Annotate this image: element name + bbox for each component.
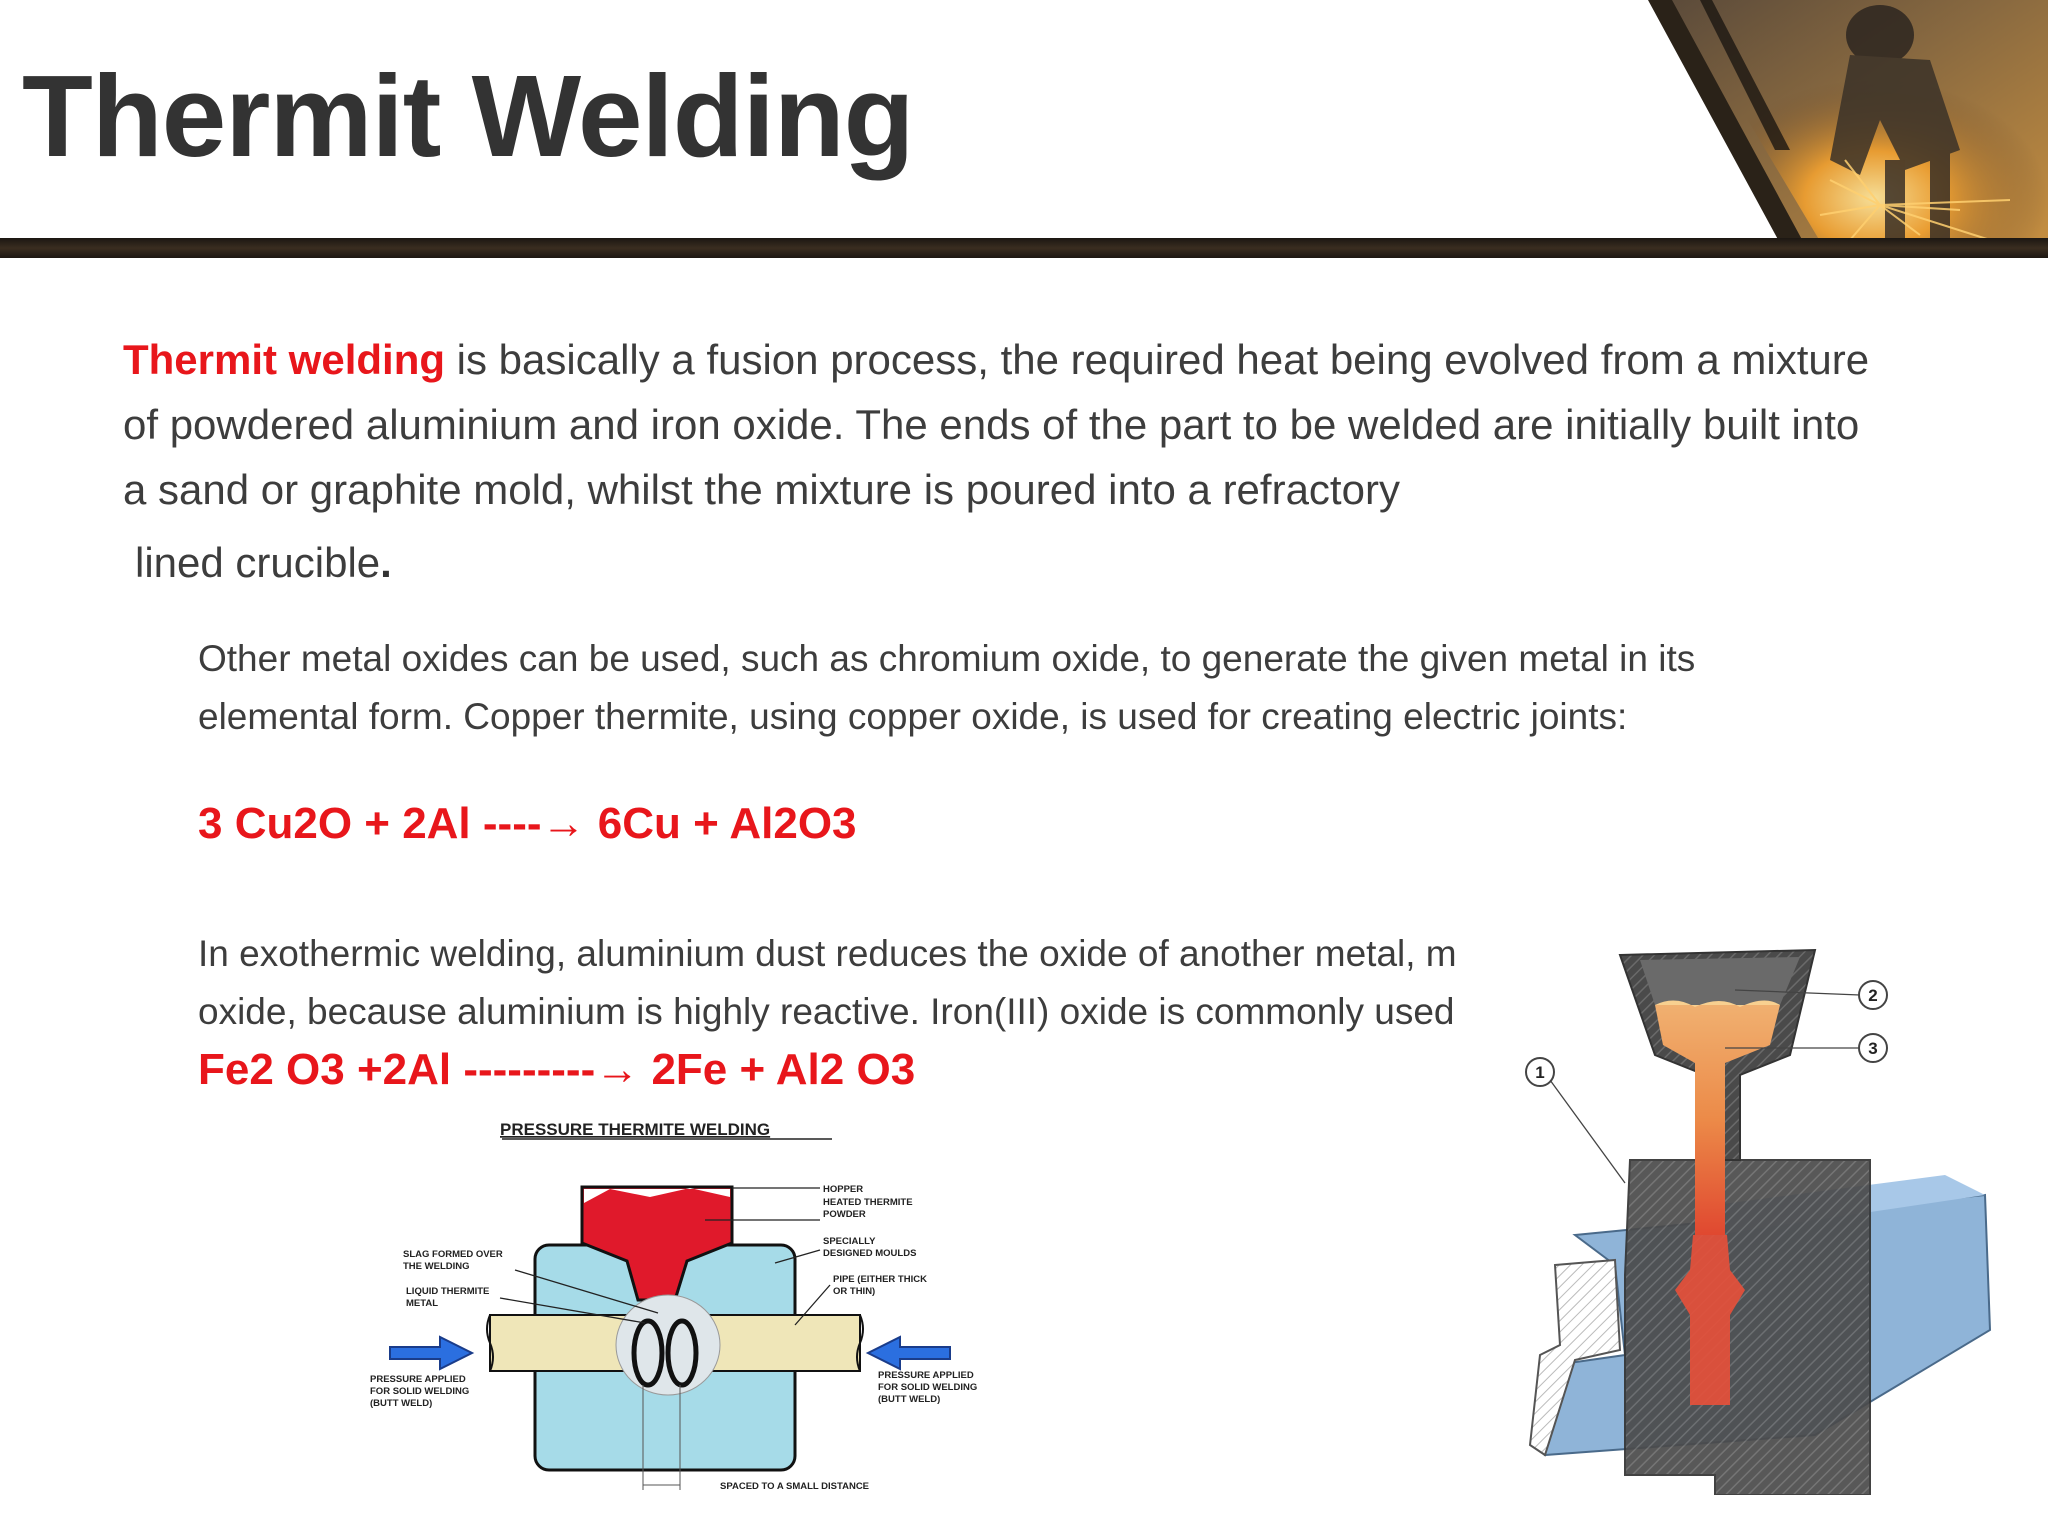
label-heated-2: POWDER <box>823 1209 866 1220</box>
label-pressure-left-2: FOR SOLID WELDING <box>370 1386 469 1397</box>
callout-1: 1 <box>1525 1057 1555 1087</box>
pressure-welding-diagram: PRESSURE THERMITE WELDING HOPPER <box>360 845 1000 1505</box>
exothermic-line-2: oxide, because aluminium is highly react… <box>198 991 1455 1032</box>
label-pressure-right-3: (BUTT WELD) <box>878 1394 940 1405</box>
page-title: Thermit Welding <box>22 51 915 181</box>
label-slag-2: THE WELDING <box>403 1261 470 1272</box>
label-moulds-2: DESIGNED MOULDS <box>823 1248 916 1259</box>
molten-thermite <box>1655 1005 1780 1235</box>
rail-section <box>1528 1258 1622 1457</box>
weld-ring-left <box>631 1318 665 1388</box>
diagram-title: PRESSURE THERMITE WELDING <box>500 1120 770 1139</box>
header-band <box>0 238 2048 258</box>
sparks <box>1819 159 2011 241</box>
exothermic-line-1: In exothermic welding, aluminium dust re… <box>198 933 1457 974</box>
oxide-paragraph: Other metal oxides can be used, such as … <box>198 638 1696 737</box>
label-pipe-2: OR THIN) <box>833 1286 875 1297</box>
intro-last-text: lined crucible <box>135 539 381 586</box>
pressure-arrow-icon <box>865 1335 951 1371</box>
intro-lead: Thermit welding <box>123 336 446 383</box>
label-slag-1: SLAG FORMED OVER <box>403 1249 503 1260</box>
label-pipe-1: PIPE (EITHER THICK <box>833 1274 927 1285</box>
label-liquid-1: LIQUID THERMITE <box>406 1286 489 1297</box>
label-pressure-left-1: PRESSURE APPLIED <box>370 1374 466 1385</box>
svg-text:2: 2 <box>1868 986 1877 1005</box>
pressure-arrow-icon <box>389 1335 475 1371</box>
mould-body <box>1624 1159 1871 1496</box>
callout-3: 3 <box>1858 1033 1888 1063</box>
callout-2: 2 <box>1858 980 1888 1010</box>
label-spaced: SPACED TO A SMALL DISTANCE <box>720 1481 869 1492</box>
weld-ring-right <box>665 1318 699 1388</box>
intro-body: is basically a fusion process, the requi… <box>123 336 1870 513</box>
intro-period: . <box>380 539 392 586</box>
header-banner <box>0 0 2048 265</box>
label-pressure-right-2: FOR SOLID WELDING <box>878 1382 977 1393</box>
intro-last-line: lined crucible. <box>123 530 1883 595</box>
svg-text:3: 3 <box>1868 1039 1877 1058</box>
exothermic-paragraph: In exothermic welding, aluminium dust re… <box>198 925 1523 1041</box>
svg-text:1: 1 <box>1535 1063 1544 1082</box>
copper-equation: 3 Cu2O + 2Al ----→ 6Cu + Al2O3 <box>198 799 857 848</box>
label-pressure-left-3: (BUTT WELD) <box>370 1398 432 1409</box>
slide-content: Thermit welding is basically a fusion pr… <box>0 265 2048 1536</box>
intro-paragraph: Thermit welding is basically a fusion pr… <box>123 327 1883 595</box>
welder-figure <box>1830 5 1960 250</box>
header-band-graphic <box>0 0 2048 258</box>
rail-weld-diagram: 1 2 3 <box>1515 935 2005 1496</box>
label-pressure-right-1: PRESSURE APPLIED <box>878 1370 974 1381</box>
iron-equation: Fe2 O3 +2Al ---------→ 2Fe + Al2 O3 <box>198 1045 916 1094</box>
label-moulds-1: SPECIALLY <box>823 1236 876 1247</box>
label-liquid-2: METAL <box>406 1298 438 1309</box>
label-heated-1: HEATED THERMITE <box>823 1197 913 1208</box>
label-hopper: HOPPER <box>823 1184 863 1195</box>
